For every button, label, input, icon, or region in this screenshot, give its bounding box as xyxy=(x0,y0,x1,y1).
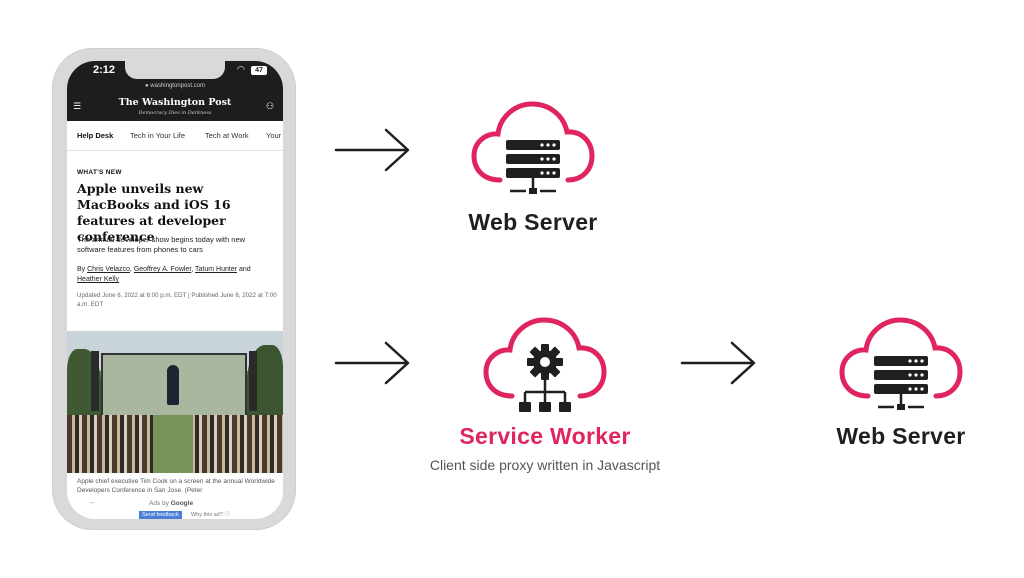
article-byline: By Chris Velazco, Geoffrey A. Fowler, Ta… xyxy=(77,266,251,283)
author-link[interactable]: Chris Velazco xyxy=(87,266,130,273)
site-header: ☰ The Washington Post Democracy Dies in … xyxy=(67,93,283,121)
top-web-server-label: Web Server xyxy=(468,209,598,235)
status-bar: 2:12 ◠ 47 xyxy=(67,61,283,81)
status-time: 2:12 xyxy=(93,64,116,76)
send-feedback-button[interactable]: Send feedback xyxy=(139,511,182,519)
byline-and: and xyxy=(237,266,251,273)
account-icon[interactable]: ⚇ xyxy=(266,101,275,111)
cloud-server-icon xyxy=(471,101,595,194)
author-link[interactable]: Tatum Hunter xyxy=(195,266,238,273)
article-kicker: WHAT'S NEW xyxy=(77,169,122,176)
ads-by-label: Ads by Google xyxy=(149,500,193,507)
article-photo xyxy=(67,331,283,473)
phone-mockup: 2:12 ◠ 47 ● washingtonpost.com ☰ The Was… xyxy=(52,48,296,530)
right-web-server-label: Web Server xyxy=(836,423,966,449)
tab-help-desk[interactable]: Help Desk xyxy=(77,131,114,140)
photo-speaker xyxy=(249,351,257,411)
author-link[interactable]: Geoffrey A. Fowler xyxy=(133,266,192,273)
why-this-ad-link[interactable]: Why this ad? ⓘ xyxy=(191,512,230,518)
service-worker-label: Service Worker xyxy=(459,423,631,449)
phone-notch xyxy=(125,61,225,79)
wifi-icon: ◠ xyxy=(237,64,245,74)
photo-presenter xyxy=(167,365,179,405)
url-text: washingtonpost.com xyxy=(150,83,205,89)
tab-tech-at-work[interactable]: Tech at Work xyxy=(205,131,249,140)
article-subhead: The annual developer show begins today w… xyxy=(77,235,246,254)
article-headline: Apple unveils new MacBooks and iOS 16 fe… xyxy=(77,181,231,244)
url-bar[interactable]: ● washingtonpost.com xyxy=(67,81,283,93)
cloud-server-icon xyxy=(839,317,963,410)
photo-speaker xyxy=(91,351,99,411)
arrow-right-icon xyxy=(680,341,756,385)
site-logo[interactable]: The Washington Post xyxy=(118,97,232,108)
battery-icon: 47 xyxy=(251,66,267,75)
tab-your[interactable]: Your xyxy=(266,131,282,140)
arrow-right-icon xyxy=(334,128,410,172)
ads-prefix: Ads by xyxy=(149,500,171,507)
service-worker-description: Client side proxy written in Javascript xyxy=(429,457,661,473)
tab-tech-in-your-life[interactable]: Tech in Your Life xyxy=(130,131,186,140)
author-link[interactable]: Heather Kelly xyxy=(77,276,120,283)
phone-screen: 2:12 ◠ 47 ● washingtonpost.com ☰ The Was… xyxy=(67,61,283,519)
cloud-gear-icon xyxy=(483,317,607,412)
back-arrow-icon[interactable]: ← xyxy=(89,499,96,506)
photo-caption: Apple chief executive Tim Cook on a scre… xyxy=(77,478,275,494)
byline-prefix: By xyxy=(77,266,88,273)
menu-search-icon[interactable]: ☰ xyxy=(73,101,82,111)
article-dateline: Updated June 6, 2022 at 6:00 p.m. EDT | … xyxy=(77,292,277,308)
section-nav: Help Desk Tech in Your Life Tech at Work… xyxy=(67,121,283,151)
ads-brand: Google xyxy=(170,500,194,507)
site-motto: Democracy Dies in Darkness xyxy=(138,110,212,116)
arrow-right-icon xyxy=(334,341,410,385)
lock-icon: ● xyxy=(145,83,151,89)
photo-lawn xyxy=(153,415,193,473)
ad-feedback-row: Send feedback Why this ad? ⓘ xyxy=(67,511,283,519)
ad-bar: ← Ads by Google xyxy=(67,497,283,511)
